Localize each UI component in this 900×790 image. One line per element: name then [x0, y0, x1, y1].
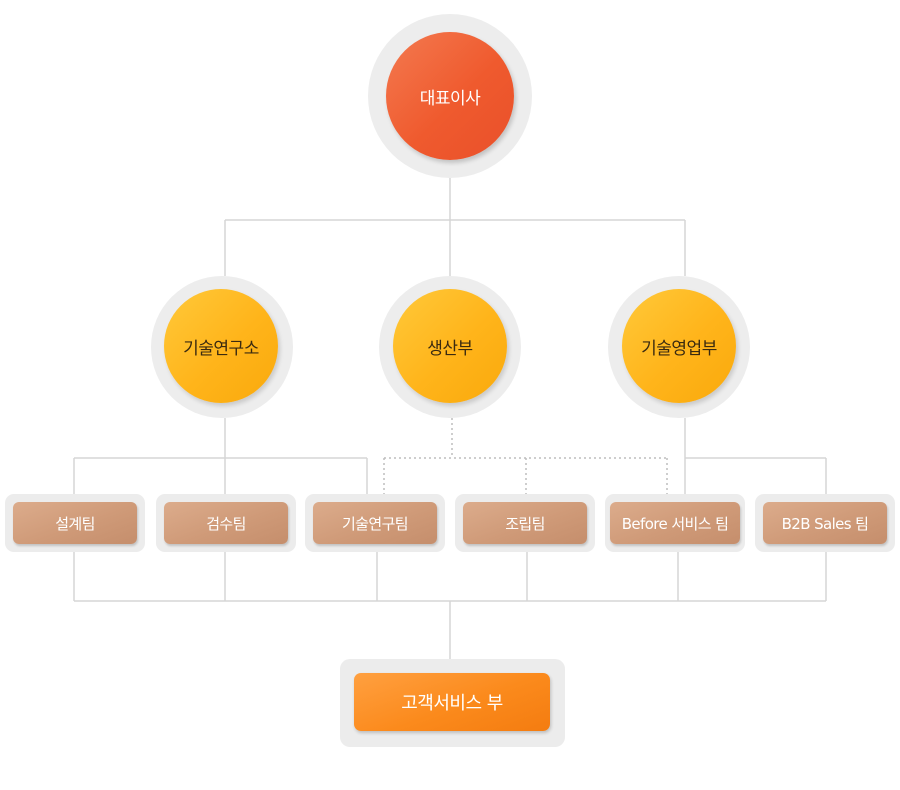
ceo-label: 대표이사	[419, 88, 481, 109]
ceo-node: 대표이사	[386, 32, 514, 160]
team-label-b2b-sales: B2B Sales 팀	[781, 514, 869, 533]
team-design: 설계팀	[13, 502, 137, 544]
team-research: 기술연구팀	[313, 502, 437, 544]
team-assembly: 조립팀	[463, 502, 587, 544]
customer-service-label: 고객서비스 부	[401, 693, 503, 714]
dept-label-sales: 기술영업부	[641, 338, 717, 359]
dept-label-production: 생산부	[427, 338, 473, 359]
team-before-service: Before 서비스 팀	[610, 502, 740, 544]
team-label-inspection: 검수팀	[206, 514, 246, 533]
team-label-design: 설계팀	[55, 514, 95, 533]
dept-node-sales: 기술영업부	[622, 289, 736, 403]
dept-node-research: 기술연구소	[164, 289, 278, 403]
customer-service-node: 고객서비스 부	[354, 673, 550, 731]
team-label-before-service: Before 서비스 팀	[621, 514, 729, 533]
dept-label-research: 기술연구소	[183, 338, 259, 359]
team-inspection: 검수팀	[164, 502, 288, 544]
team-label-assembly: 조립팀	[505, 514, 545, 533]
team-b2b-sales: B2B Sales 팀	[763, 502, 887, 544]
team-label-research: 기술연구팀	[341, 514, 409, 533]
dept-node-production: 생산부	[393, 289, 507, 403]
